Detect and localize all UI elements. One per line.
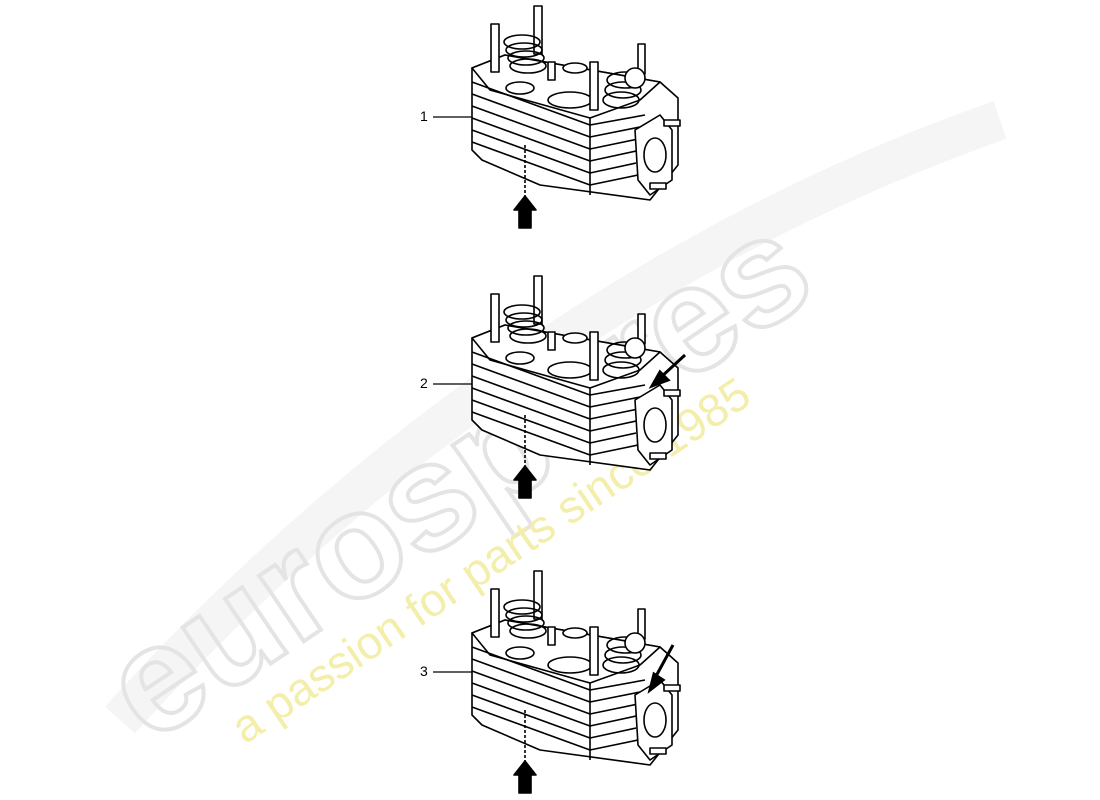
part-label: 3 bbox=[420, 663, 428, 679]
cylinder-head-drawing bbox=[471, 570, 681, 794]
part-label: 1 bbox=[420, 108, 428, 124]
marker-arrow-icon bbox=[648, 353, 687, 389]
marker-arrow-icon bbox=[647, 644, 675, 694]
part-label: 2 bbox=[420, 375, 428, 391]
